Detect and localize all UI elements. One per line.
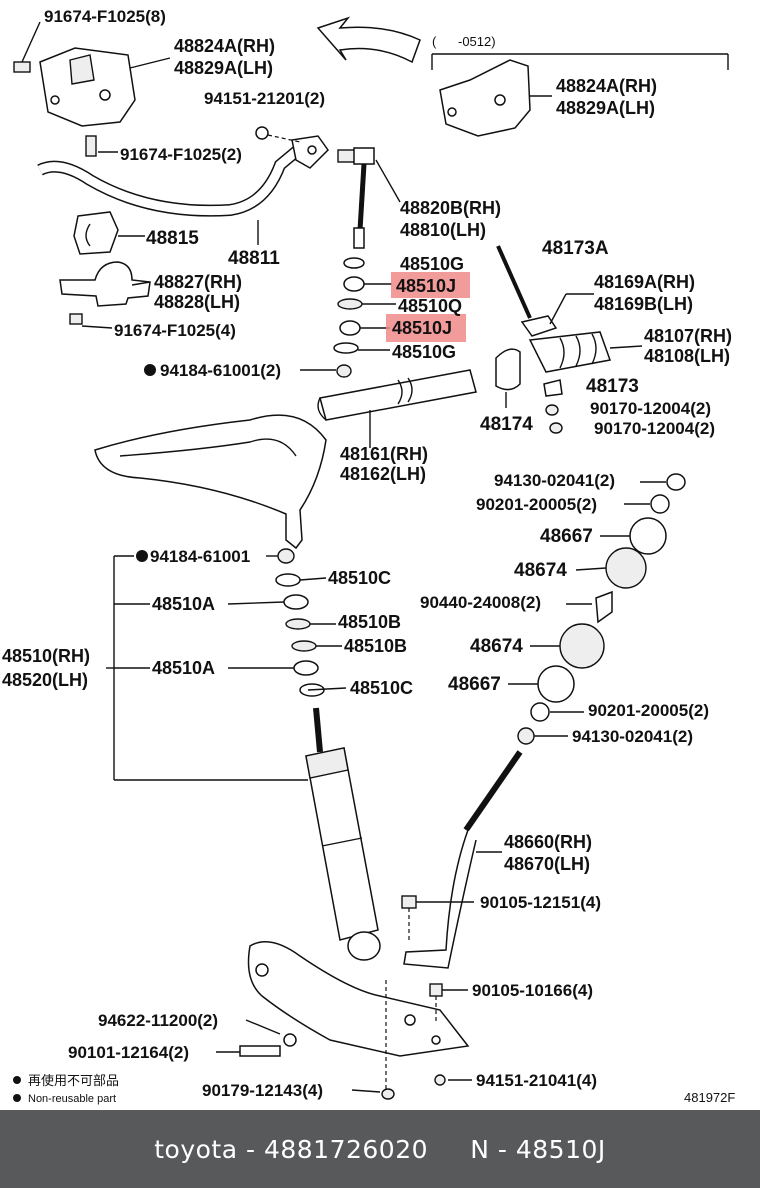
clamp-48827 (59, 261, 151, 307)
label-90105-10166: 90105-10166(4) (472, 981, 593, 1000)
label-48827-rh: 48827(RH) (154, 272, 242, 292)
label-48510a-upper: 48510A (152, 594, 215, 614)
footer-part-info: toyota - 4881726020 N - 48510J (154, 1134, 606, 1164)
label-48674-lower: 48674 (470, 636, 523, 657)
upper-arm (94, 414, 327, 550)
torsion-bar-48161 (317, 369, 477, 448)
label-90201-20005-b: 90201-20005(2) (588, 701, 709, 720)
bolts-lower (216, 895, 474, 1100)
label-90105-12151: 90105-12151(4) (480, 893, 601, 912)
legend-text-en: Non-reusable part (28, 1093, 116, 1105)
label-48829a-lh-left: 48829A(LH) (174, 58, 273, 78)
label-48811: 48811 (228, 248, 280, 269)
non-reusable-marker-2 (136, 550, 148, 562)
label-48510j-lower: 48510J (392, 318, 452, 338)
label-48174: 48174 (480, 414, 533, 435)
label-90440-24008: 90440-24008(2) (420, 593, 541, 612)
bushing-48815 (73, 211, 145, 255)
label-90101-12164: 90101-12164(2) (68, 1043, 189, 1062)
bolt-91674-lower (69, 313, 113, 329)
label-90179-12143: 90179-12143(4) (202, 1081, 323, 1100)
legend-bullet-en (13, 1094, 21, 1102)
label-94130-02041-a: 94130-02041(2) (494, 471, 615, 490)
label-48108-lh: 48108(LH) (644, 346, 730, 366)
shock-stack (113, 548, 347, 781)
label-91674-f1025-4: 91674-F1025(4) (114, 321, 236, 340)
footer-bar: toyota - 4881726020 N - 48510J (0, 1110, 760, 1188)
label-48670-lh: 48670(LH) (504, 854, 590, 874)
highlight-box-48510j-upper (391, 272, 470, 298)
label-48169a-rh: 48169A(RH) (594, 272, 695, 292)
bushing-stack-right (517, 473, 686, 745)
label-48674-upper: 48674 (514, 560, 567, 581)
label-48510c-lower: 48510C (350, 678, 413, 698)
label-90170-12004-b: 90170-12004(2) (594, 419, 715, 438)
label-48824a-rh-right: 48824A(RH) (556, 76, 657, 96)
highlight-box-48510j-lower (386, 314, 466, 342)
label-94184-61001-2: 94184-61001(2) (160, 361, 281, 380)
legend-text-jp: 再使用不可部品 (28, 1073, 119, 1088)
label-48510q: 48510Q (398, 296, 462, 316)
bolt-91674-mid (85, 135, 118, 157)
shock-absorber (305, 707, 381, 961)
label-48162-lh: 48162(LH) (340, 464, 426, 484)
non-reusable-marker-1 (144, 364, 156, 376)
label-48820b-rh: 48820B(RH) (400, 198, 501, 218)
legend-bullet-jp (13, 1076, 21, 1084)
lower-arm (247, 941, 470, 1057)
anchor-48174 (495, 245, 643, 434)
label-48173: 48173 (586, 376, 639, 397)
label-94151-21201: 94151-21201(2) (204, 89, 325, 108)
label-48667-lower: 48667 (448, 674, 501, 695)
torsion-bar-48660 (403, 750, 523, 969)
label-94151-21041: 94151-21041(4) (476, 1071, 597, 1090)
label-48510g-lower: 48510G (392, 342, 456, 362)
label-48815: 48815 (146, 228, 199, 249)
label-48667-upper: 48667 (540, 526, 593, 547)
label-48161-rh: 48161(RH) (340, 444, 428, 464)
label-48824a-rh-left: 48824A(RH) (174, 36, 275, 56)
label-48510g-upper: 48510G (400, 254, 464, 274)
label-90201-20005-a: 90201-20005(2) (476, 495, 597, 514)
label-48828-lh: 48828(LH) (154, 292, 240, 312)
label-48173a: 48173A (542, 238, 609, 259)
label-48510-rh: 48510(RH) (2, 646, 90, 666)
label-94184-61001: 94184-61001 (150, 547, 250, 566)
label-91674-f1025-8: 91674-F1025(8) (44, 7, 166, 26)
label-48510b-upper: 48510B (338, 612, 401, 632)
bushing-stack (333, 257, 396, 378)
label-48169b-lh: 48169B(LH) (594, 294, 693, 314)
label-48510c-upper: 48510C (328, 568, 391, 588)
bracket-48824a-right (431, 53, 729, 137)
label-48660-rh: 48660(RH) (504, 832, 592, 852)
label-48520-lh: 48520(LH) (2, 670, 88, 690)
direction-arrow (316, 16, 421, 64)
stabilizer-bar-48811 (37, 126, 329, 245)
link-rod-48820b (337, 147, 401, 249)
label-48107-rh: 48107(RH) (644, 326, 732, 346)
label-91674-f1025-2: 91674-F1025(2) (120, 145, 242, 164)
label-48510j-upper: 48510J (396, 276, 456, 296)
diagram-code: 481972F (684, 1090, 735, 1105)
label-48510a-lower: 48510A (152, 658, 215, 678)
parts-diagram: 91674-F1025(8) 48824A(RH) 48829A(LH) ( -… (2, 7, 735, 1105)
label-48829a-lh-right: 48829A(LH) (556, 98, 655, 118)
label-date-range: ( -0512) (432, 34, 496, 49)
label-94622-11200: 94622-11200(2) (98, 1011, 218, 1030)
label-48810-lh: 48810(LH) (400, 220, 486, 240)
bracket-48824a-left (39, 47, 171, 127)
label-94130-02041-b: 94130-02041(2) (572, 727, 693, 746)
label-48510b-lower: 48510B (344, 636, 407, 656)
legend: 再使用不可部品 Non-reusable part (13, 1073, 119, 1105)
label-90170-12004-a: 90170-12004(2) (590, 399, 711, 418)
bolt-91674-top-left (13, 21, 41, 73)
part-labels: 91674-F1025(8) 48824A(RH) 48829A(LH) ( -… (2, 7, 732, 1100)
